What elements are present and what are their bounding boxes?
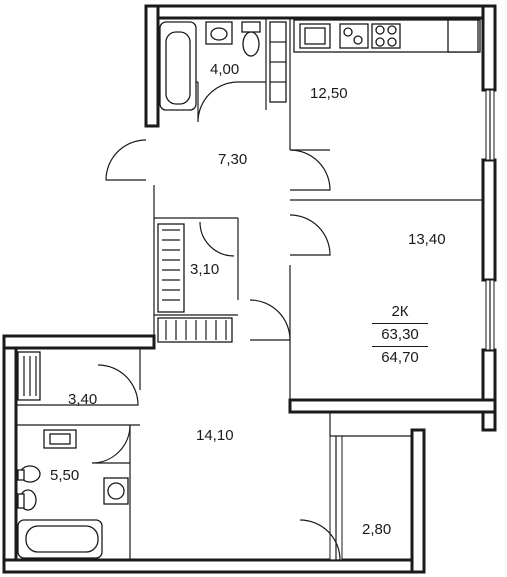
room-area-living-room: 14,10	[196, 427, 234, 444]
divider	[372, 346, 428, 347]
doors	[91, 81, 341, 561]
room-area-bedroom: 13,40	[408, 231, 446, 248]
room-area-corridor: 3,40	[68, 391, 98, 408]
room-area-bathroom-top: 4,00	[210, 61, 240, 78]
room-area-hall: 7,30	[218, 151, 248, 168]
divider	[372, 323, 428, 324]
room-area-closet: 3,10	[190, 261, 220, 278]
windows	[329, 89, 495, 561]
apartment-type: 2К	[391, 303, 409, 320]
closet-shelving	[17, 223, 233, 401]
exterior-walls	[2, 4, 497, 574]
total-area: 64,70	[381, 349, 419, 366]
apartment-summary: 2К 63,30 64,70	[364, 302, 436, 368]
room-area-kitchen: 12,50	[310, 85, 348, 102]
bathroom-fixtures	[17, 21, 287, 559]
room-area-balcony: 2,80	[362, 521, 392, 538]
living-area: 63,30	[381, 326, 419, 343]
kitchen-fixtures	[293, 19, 481, 53]
room-area-bathroom-bottom: 5,50	[50, 467, 80, 484]
